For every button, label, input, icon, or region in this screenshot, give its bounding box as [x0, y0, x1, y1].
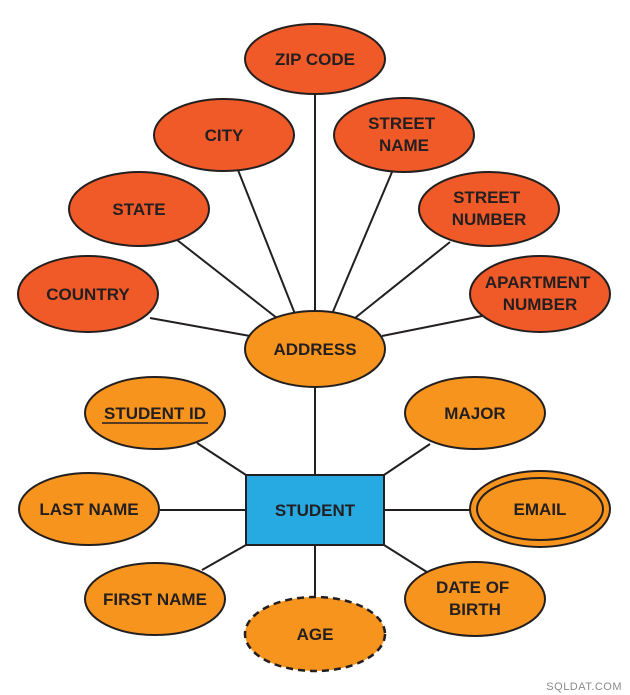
- major-ellipse: [404, 376, 546, 450]
- first-name-label: FIRST NAME: [103, 590, 207, 609]
- attribute-student-id: STUDENT ID: [84, 376, 226, 450]
- line-address-street-number: [349, 241, 451, 323]
- student-entity-label: STUDENT: [275, 501, 356, 520]
- attribute-state: STATE: [68, 171, 210, 247]
- attribute-country: COUNTRY: [17, 255, 159, 333]
- apartment-number-ellipse: [469, 255, 611, 333]
- line-address-street-name: [331, 171, 393, 315]
- attribute-street-number: STREET NUMBER: [418, 171, 560, 247]
- street-number-line-2: NUMBER: [452, 210, 527, 229]
- address-label: ADDRESS: [273, 340, 356, 359]
- street-number-line-1: STREET: [453, 188, 521, 207]
- street-name-label: STREET NAME: [368, 114, 440, 155]
- student-entity-box: [245, 474, 385, 546]
- student-id-ellipse: [84, 376, 226, 450]
- attribute-city: CITY: [153, 98, 295, 172]
- apartment-number-line-1: APARTMENT: [485, 273, 591, 292]
- city-label: CITY: [205, 126, 244, 145]
- attribute-apartment-number: APARTMENT NUMBER: [469, 255, 611, 333]
- attribute-last-name: LAST NAME: [18, 472, 160, 546]
- email-inner-ellipse: [476, 477, 604, 541]
- first-name-ellipse: [84, 562, 226, 636]
- line-student-first-name: [201, 544, 247, 571]
- state-label: STATE: [112, 200, 165, 219]
- attribute-date-of-birth: DATE OF BIRTH: [404, 561, 546, 637]
- attribute-age: AGE: [243, 595, 387, 673]
- zip-code-label: ZIP CODE: [275, 50, 355, 69]
- date-of-birth-line-1: DATE OF: [436, 578, 509, 597]
- line-student-dob: [383, 544, 431, 575]
- country-ellipse: [17, 255, 159, 333]
- address-ellipse: [244, 310, 386, 388]
- date-of-birth-line-2: BIRTH: [449, 600, 501, 619]
- major-label: MAJOR: [444, 404, 505, 423]
- street-number-ellipse: [418, 171, 560, 247]
- attribute-first-name: FIRST NAME: [84, 562, 226, 636]
- state-ellipse: [68, 171, 210, 247]
- street-name-line-1: STREET: [368, 114, 436, 133]
- attribute-zip-code: ZIP CODE: [244, 23, 386, 95]
- line-address-city: [237, 169, 296, 315]
- line-student-major: [383, 443, 431, 476]
- last-name-ellipse: [18, 472, 160, 546]
- age-label: AGE: [297, 625, 334, 644]
- street-name-line-2: NAME: [379, 136, 429, 155]
- watermark: SQLDAT.COM: [546, 681, 622, 693]
- apartment-number-line-2: NUMBER: [503, 295, 578, 314]
- age-ellipse: [243, 595, 387, 673]
- student-id-label: STUDENT ID: [104, 404, 206, 423]
- attribute-address: ADDRESS: [244, 310, 386, 388]
- country-label: COUNTRY: [46, 285, 130, 304]
- line-address-apartment: [381, 315, 483, 337]
- line-address-country: [149, 317, 251, 337]
- email-label: EMAIL: [514, 500, 567, 519]
- city-ellipse: [153, 98, 295, 172]
- street-name-ellipse: [333, 97, 475, 173]
- attribute-street-name: STREET NAME: [333, 97, 475, 173]
- attribute-major: MAJOR: [404, 376, 546, 450]
- date-of-birth-ellipse: [404, 561, 546, 637]
- entity-student: STUDENT: [245, 474, 385, 546]
- connector-lines: [149, 86, 483, 596]
- street-number-label: STREET NUMBER: [452, 188, 527, 229]
- zip-code-ellipse: [244, 23, 386, 95]
- line-student-id: [196, 442, 247, 476]
- last-name-label: LAST NAME: [39, 500, 138, 519]
- date-of-birth-label: DATE OF BIRTH: [436, 578, 514, 619]
- attribute-email: EMAIL: [469, 470, 611, 548]
- apartment-number-label: APARTMENT NUMBER: [485, 273, 595, 314]
- line-address-state: [171, 235, 283, 323]
